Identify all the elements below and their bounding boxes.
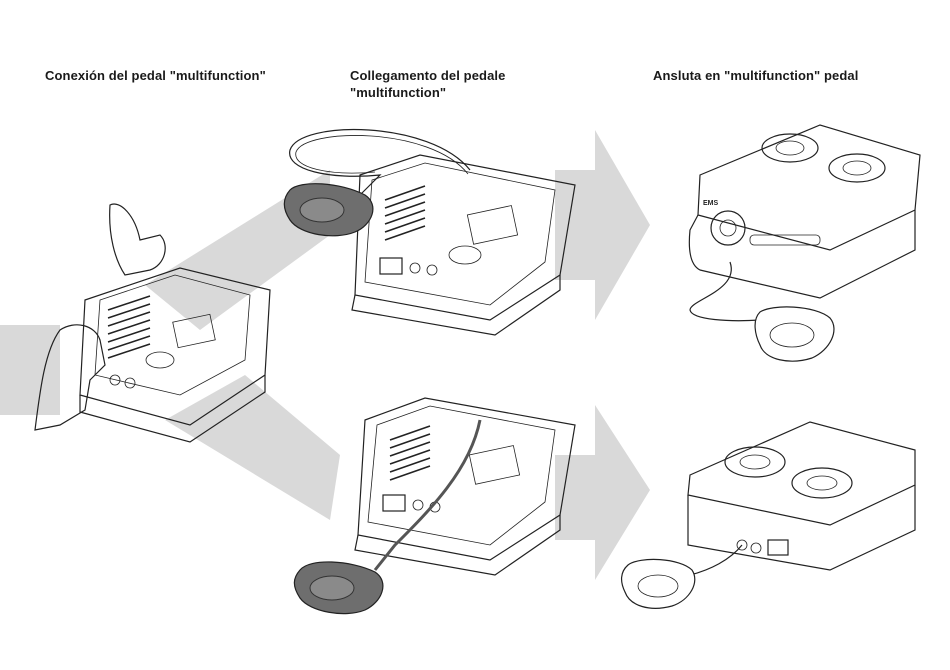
caption-swedish: Ansluta en "multifunction" pedal: [653, 67, 933, 84]
hand-upper: [110, 204, 166, 275]
upper-right-arrow: [555, 130, 650, 320]
lower-right-arrow: [555, 405, 650, 580]
pedal-rear: [622, 559, 695, 608]
caption-spanish: Conexión del pedal "multifunction": [45, 67, 335, 84]
left-entry-arrow: [0, 325, 60, 415]
device-bottom-view-lower: [294, 398, 575, 614]
caption-italian: Collegamento del pedale "multifunction": [350, 67, 580, 101]
brand-logo: EMS: [703, 200, 719, 207]
vent-grille-left: [108, 296, 150, 358]
device-bottom-view-upper: [284, 130, 575, 335]
lower-diagonal-arrow: [165, 375, 340, 520]
vent-grille-upper: [385, 186, 425, 240]
front-cable: [690, 262, 760, 321]
device-rear-view: [622, 422, 915, 608]
vent-grille-lower: [390, 426, 430, 480]
pedal-front: [755, 307, 834, 361]
device-front-view: EMS: [689, 125, 920, 361]
